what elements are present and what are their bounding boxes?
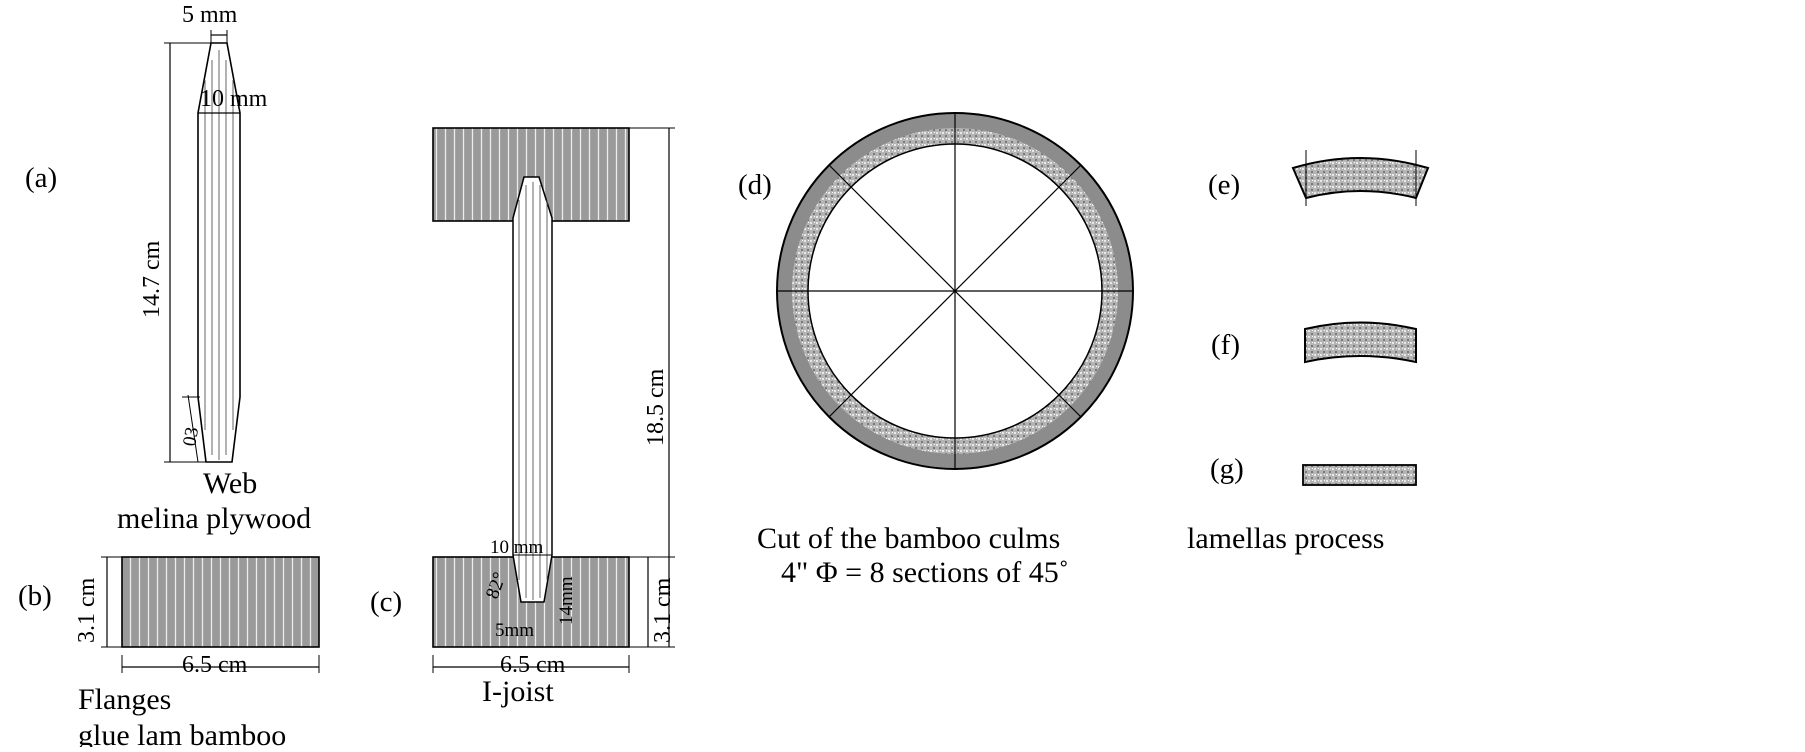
panel-e-tag: (e)	[1208, 169, 1240, 201]
lamella-f-shape	[1304, 321, 1417, 364]
panel-f-tag: (f)	[1211, 329, 1240, 361]
panel-b-tag: (b)	[18, 580, 52, 612]
culm-sections-caption: 4" Φ = 8 sections of 45˚	[781, 556, 1069, 589]
lamella-e-shape	[1291, 157, 1430, 200]
panel-g-tag: (g)	[1210, 453, 1244, 485]
panel-c-ijoist: (c) 10 mm 5mm 14mm 82° 18.5 cm 3.1 cm	[370, 127, 676, 708]
web-plies	[204, 50, 234, 460]
dim-c-3-1cm-label: 3.1 cm	[650, 577, 676, 643]
web-caption: Web	[203, 467, 257, 500]
panel-a-web: (a) 5 mm 10 mm 14.7 cm 03 Web melina ply…	[25, 2, 311, 535]
dim-5mm-label: 5 mm	[182, 2, 238, 28]
panel-e-lamella: (e)	[1208, 150, 1430, 206]
culm-section-lines	[777, 113, 1133, 469]
dim-10mm-label: 10 mm	[200, 86, 268, 112]
culm-caption: Cut of the bamboo culms	[757, 522, 1060, 555]
dim-c-6-5cm-label: 6.5 cm	[500, 652, 566, 678]
dim-14-7cm-label: 14.7 cm	[139, 240, 165, 318]
ijoist-web-plies	[518, 182, 548, 600]
slot-top-label: 10 mm	[490, 537, 544, 558]
lamellas-process-caption: lamellas process	[1187, 522, 1384, 555]
ijoist-web	[512, 176, 553, 603]
web-material-caption: melina plywood	[117, 502, 311, 535]
panel-d-culm: (d) Cut of the bamboo culms 4" Φ = 8 sec…	[738, 112, 1134, 589]
panel-a-tag: (a)	[25, 162, 57, 194]
panel-f-lamella: (f)	[1211, 321, 1417, 364]
slot-depth-label: 14mm	[556, 576, 577, 625]
lamella-g-shape	[1302, 464, 1417, 486]
dim-18-5cm-label: 18.5 cm	[643, 368, 669, 446]
flanges-material-caption: glue lam bamboo	[78, 719, 286, 747]
ijoist-caption: I-joist	[482, 675, 554, 708]
panel-c-tag: (c)	[370, 586, 402, 618]
flanges-caption: Flanges	[78, 683, 171, 716]
dim-6-5cm-label: 6.5 cm	[182, 652, 248, 678]
panel-d-tag: (d)	[738, 169, 772, 201]
flange-rect	[121, 556, 320, 648]
panel-g-lamella: (g)	[1210, 453, 1417, 486]
dim-3-1cm-label: 3.1 cm	[74, 577, 100, 643]
dim-bevel-label: 03	[179, 426, 203, 448]
panel-b-flange: (b) 3.1 cm 6.5 cm Flanges glue lam bambo…	[18, 556, 320, 752]
slot-bottom-label: 5mm	[495, 620, 534, 641]
